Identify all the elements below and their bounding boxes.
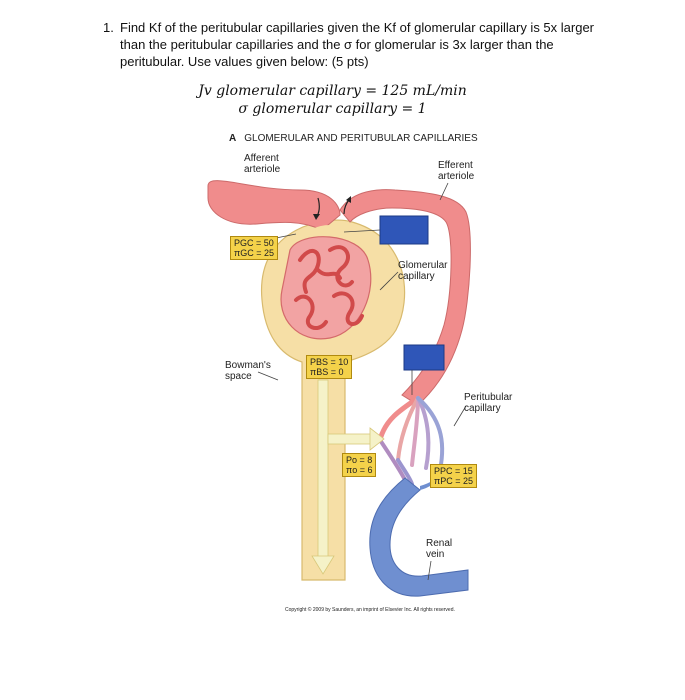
peritubular-capillary-network	[377, 395, 445, 486]
figure-title: A GLOMERULAR AND PERITUBULAR CAPILLARIES	[229, 133, 478, 144]
peritubular-pressure-box: PPC = 15 πPC = 25	[430, 464, 477, 488]
reabsorption-arrow-right	[327, 427, 385, 451]
equation-sigma: σ glomerular capillary = 1	[238, 101, 427, 117]
peritubular-blank-box	[403, 344, 445, 371]
renal-vein	[369, 477, 469, 597]
glomerular-pressure-box: PGC = 50 πGC = 25	[230, 236, 278, 260]
bowmans-pressure-box: PBS = 10 πBS = 0	[306, 355, 353, 379]
question-text: Find Kf of the peritubular capillaries g…	[120, 20, 595, 69]
figure-title-text: GLOMERULAR AND PERITUBULAR CAPILLARIES	[244, 133, 478, 144]
glomerular-capillary-label: Glomerular capillary	[398, 260, 448, 282]
glomerular-capillary-tuft	[280, 196, 380, 345]
interstitial-pressure-box: Po = 8 πo = 6	[342, 453, 377, 477]
panel-letter: A	[229, 133, 237, 144]
glomerular-blank-box	[379, 215, 429, 245]
efferent-arteriole-label: Efferent arteriole	[438, 160, 475, 182]
equation-jv: Jv glomerular capillary = 125 mL/min	[198, 83, 467, 99]
equations: Jv glomerular capillary = 125 mL/min σ g…	[0, 82, 685, 118]
filtrate-arrow-down	[311, 379, 335, 575]
renal-vein-label: Renal vein	[426, 538, 453, 560]
question-number: 1.	[103, 20, 114, 35]
copyright-notice: Copyright © 2009 by Saunders, an imprint…	[285, 607, 455, 613]
bowmans-space-label: Bowman's space	[225, 360, 271, 382]
afferent-arteriole-label: Afferent arteriole	[244, 153, 281, 175]
peritubular-capillary-label: Peritubular capillary	[464, 392, 513, 414]
afferent-arteriole	[207, 180, 341, 231]
